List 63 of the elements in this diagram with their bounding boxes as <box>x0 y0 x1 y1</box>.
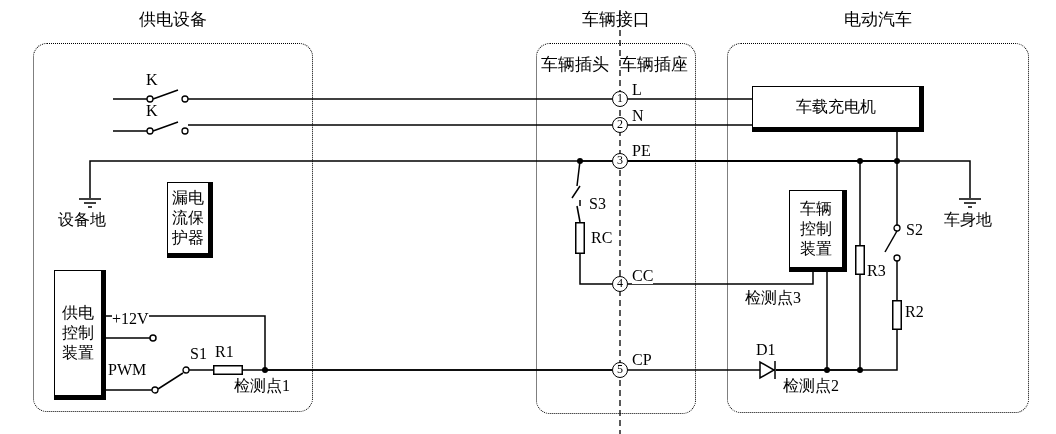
device-box: 车辆控制装置 <box>789 190 847 272</box>
resistor-symbol <box>213 365 243 375</box>
switch-symbol <box>113 88 188 102</box>
switch-symbol <box>113 120 188 134</box>
component-label: D1 <box>756 342 776 358</box>
ground-symbol <box>959 198 981 210</box>
wire <box>775 329 898 371</box>
terminal-label: PE <box>632 143 651 159</box>
test-point-label: 检测点1 <box>234 378 290 394</box>
terminal-circle: 3 <box>612 153 628 169</box>
component-label: S3 <box>589 196 606 212</box>
switch-symbol <box>152 366 189 394</box>
terminal-circle: 2 <box>612 117 628 133</box>
wire <box>105 389 153 391</box>
voltage-label: +12V <box>112 311 149 327</box>
wire <box>627 369 761 371</box>
terminal-circle: 5 <box>612 362 628 378</box>
charger-box: 车载充电机 <box>752 86 924 132</box>
terminal-label: N <box>632 108 644 124</box>
component-label: R3 <box>867 263 886 279</box>
wire <box>579 253 613 285</box>
terminal-label: CC <box>632 268 654 284</box>
group-title: 车辆接口 <box>581 10 651 30</box>
device-box: 漏电流保护器 <box>167 182 213 258</box>
wire <box>576 160 613 187</box>
socket-label: 车辆插座 <box>620 57 688 73</box>
component-label: S2 <box>906 222 923 238</box>
terminal-label: L <box>632 82 642 98</box>
component-label: RC <box>591 230 613 246</box>
switch-symbol <box>570 186 584 206</box>
resistor-symbol <box>892 300 902 330</box>
terminal-circle: 1 <box>612 91 628 107</box>
plug-label: 车辆插头 <box>541 57 609 73</box>
terminal-circle: 4 <box>612 276 628 292</box>
wire <box>576 205 581 223</box>
wire <box>242 369 613 371</box>
component-label: K <box>146 103 158 119</box>
wire <box>188 369 214 371</box>
group-title: 供电设备 <box>138 10 208 30</box>
component-label: S1 <box>190 346 207 362</box>
wire <box>627 98 753 100</box>
component-label: R2 <box>905 304 924 320</box>
wire <box>896 260 898 301</box>
test-point-label: 检测点2 <box>783 378 839 394</box>
device-box: 供电控制装置 <box>54 270 106 400</box>
diode-symbol <box>760 361 776 379</box>
group-title: 电动汽车 <box>843 10 913 30</box>
resistor-symbol <box>575 222 585 254</box>
wire <box>187 124 613 126</box>
wire <box>627 124 753 126</box>
terminal-wire <box>105 334 157 342</box>
wire <box>627 271 814 285</box>
terminal-label: CP <box>632 352 652 368</box>
component-label: K <box>146 72 158 88</box>
test-point-label: 检测点3 <box>745 290 801 306</box>
wire <box>187 98 613 100</box>
ground-symbol <box>79 198 101 210</box>
resistor-symbol <box>855 245 865 275</box>
component-label: R1 <box>215 344 234 360</box>
component-label: 设备地 <box>58 212 106 228</box>
switch-symbol <box>882 225 902 261</box>
signal-label: PWM <box>108 362 147 378</box>
component-label: 车身地 <box>944 212 992 228</box>
